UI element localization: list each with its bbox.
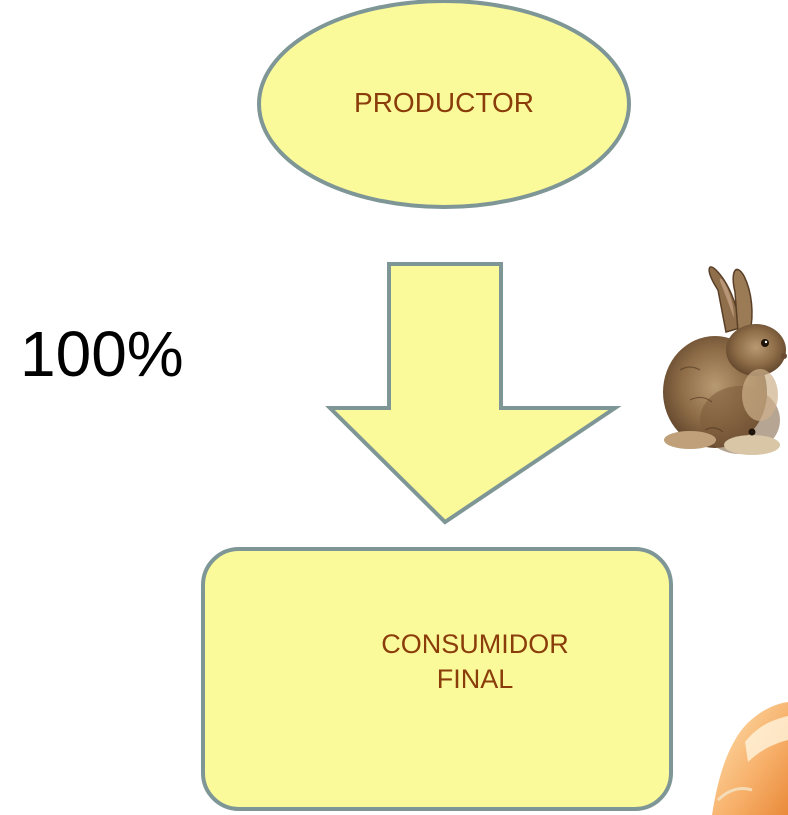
flow-percent-label: 100% xyxy=(20,318,184,390)
consumer-label: CONSUMIDOR FINAL xyxy=(260,627,690,697)
producer-label: PRODUCTOR xyxy=(354,87,534,118)
flow-arrow xyxy=(325,262,622,525)
decoration-image xyxy=(712,702,788,815)
consumer-label-line1: CONSUMIDOR xyxy=(381,629,569,659)
consumer-node xyxy=(201,547,673,811)
rabbit-image xyxy=(663,266,787,455)
producer-node xyxy=(257,0,631,209)
consumer-label-line2: FINAL xyxy=(436,664,514,694)
